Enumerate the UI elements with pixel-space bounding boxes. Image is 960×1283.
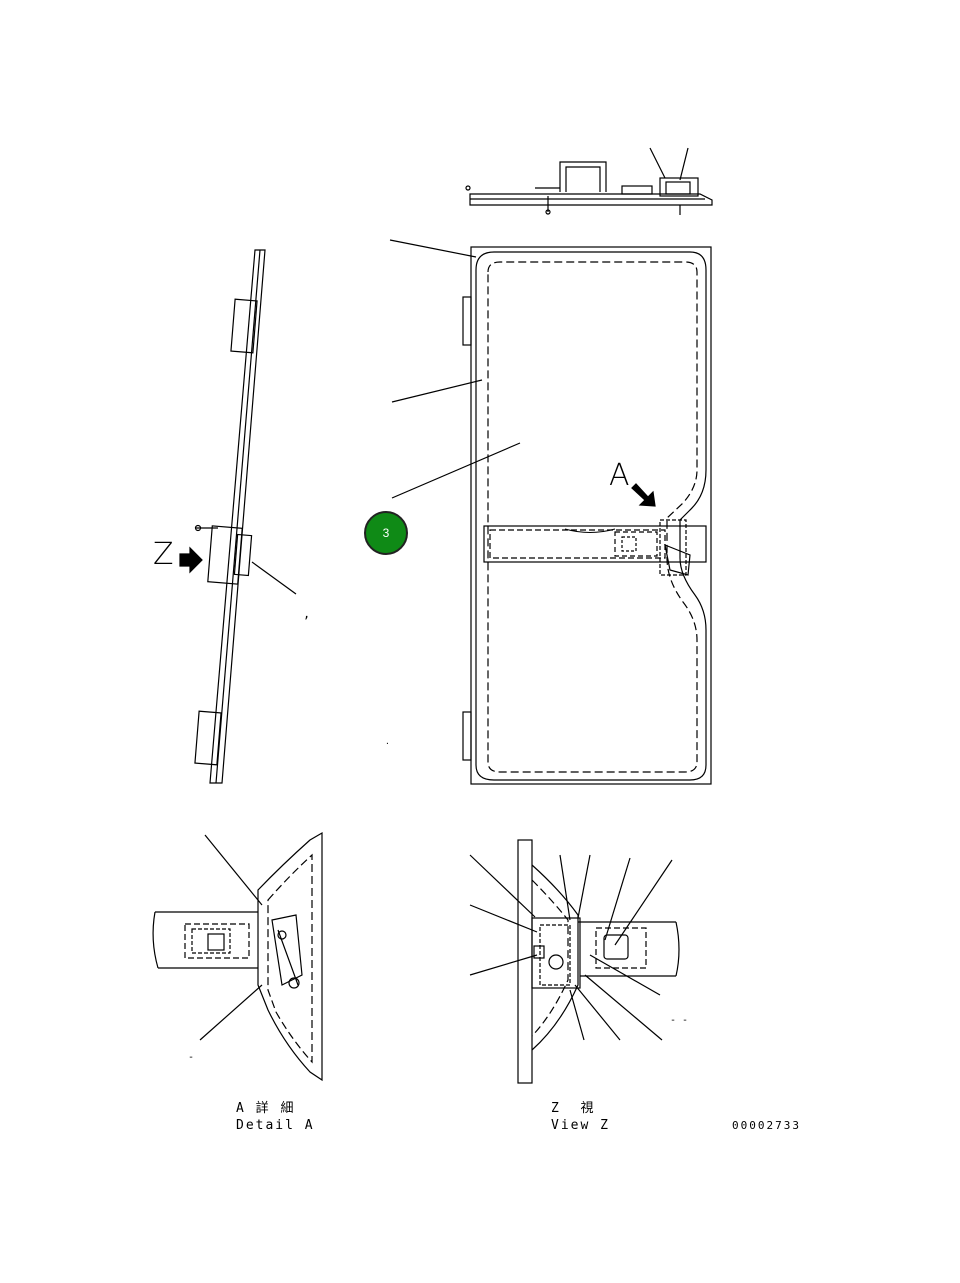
view-a-marker-label: A [609,458,630,493]
svg-text:-: - [188,1052,194,1063]
svg-text:- -: - - [670,1015,688,1026]
callout-number: 3 [382,526,390,540]
side-view: , . [179,249,390,784]
callout-balloon[interactable]: 3 [364,511,408,555]
view-z-marker-label: Z [153,537,174,572]
svg-text:,: , [303,607,310,621]
view-z: - - [469,839,688,1084]
svg-text:.: . [385,737,390,746]
top-view [465,147,713,215]
front-view [389,239,712,785]
caption-detail-a-jp: A 詳 細 [236,1101,296,1116]
caption-view-z-jp: Z 視 [551,1101,596,1116]
caption-detail-a-en: Detail A [236,1118,315,1133]
detail-a: - [152,831,323,1082]
caption-view-z-en: View Z [551,1118,610,1133]
drawing-number: 00002733 [732,1119,801,1132]
